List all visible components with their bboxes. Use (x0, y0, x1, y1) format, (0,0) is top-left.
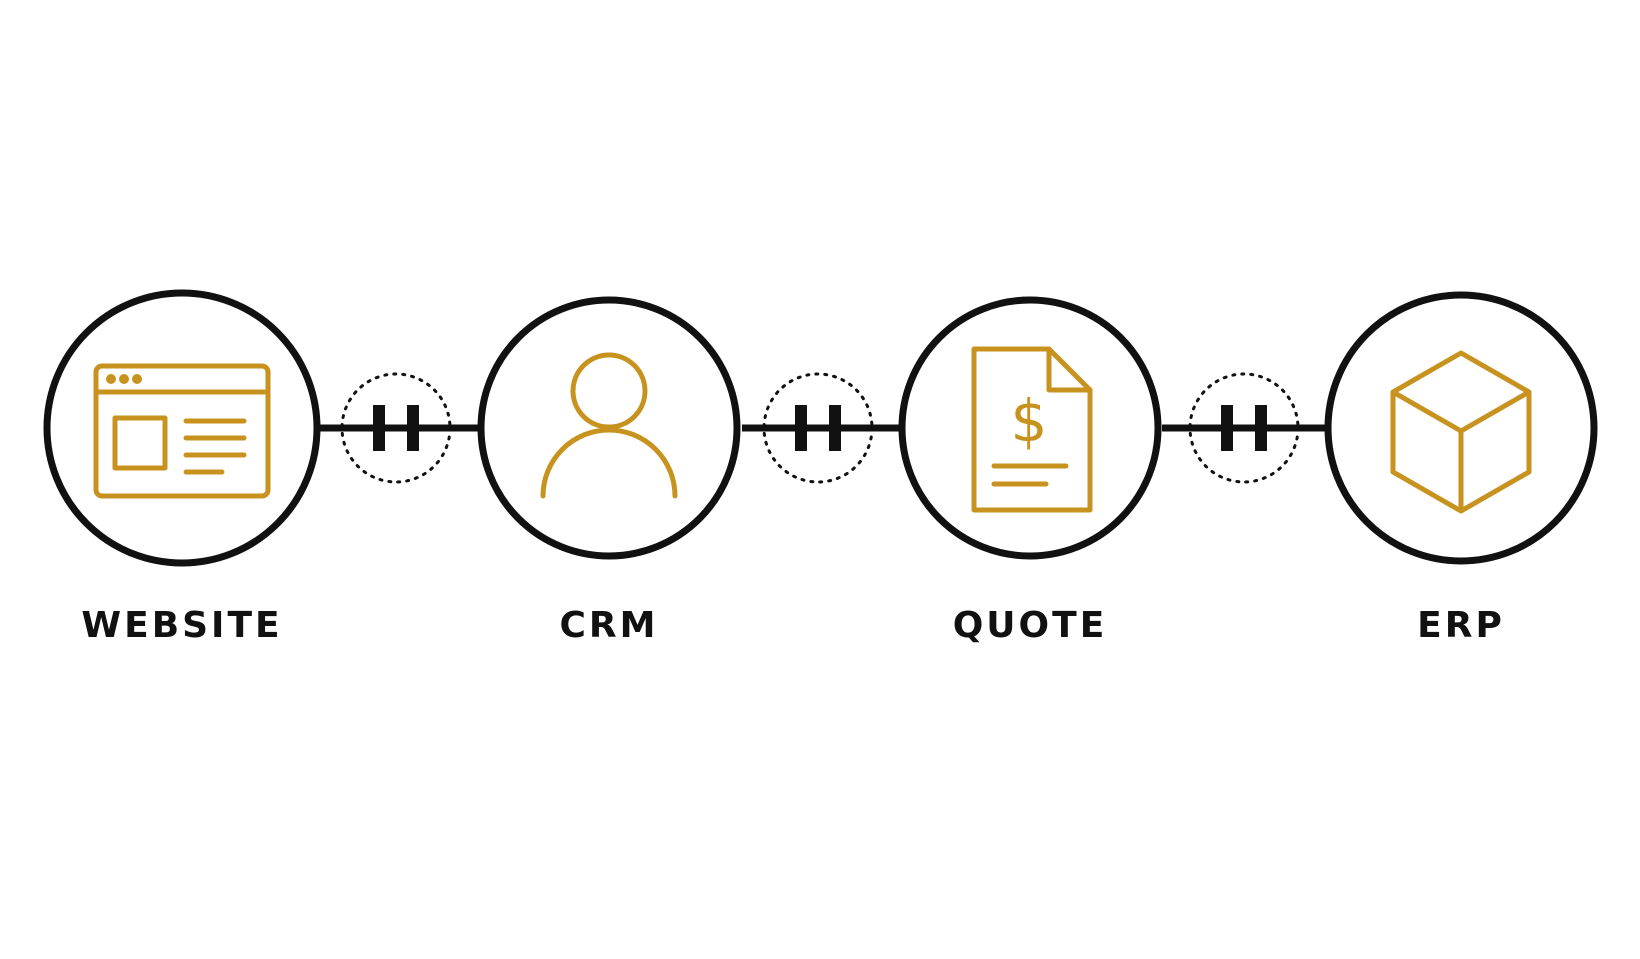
plug-connector-icon (1221, 405, 1267, 451)
user-icon (540, 352, 678, 499)
node-erp: ERP (1324, 291, 1598, 646)
node-label-quote: QUOTE (953, 605, 1108, 646)
node-circle (1324, 291, 1598, 565)
connector-1 (340, 372, 452, 484)
connector-dotted-ring (340, 372, 452, 484)
node-circle (43, 289, 321, 567)
node-label-website: WEBSITE (81, 605, 282, 646)
node-label-erp: ERP (1417, 605, 1505, 646)
node-quote: $ QUOTE (898, 296, 1162, 646)
browser-window-icon (93, 363, 271, 499)
node-label-crm: CRM (560, 605, 659, 646)
cube-icon (1390, 350, 1532, 514)
plug-connector-icon (795, 405, 841, 451)
node-website: WEBSITE (43, 289, 321, 646)
connector-dotted-ring (762, 372, 874, 484)
node-circle (898, 296, 1162, 560)
connector-2 (762, 372, 874, 484)
connector-3 (1188, 372, 1300, 484)
dollar-sign-icon: $ (1011, 387, 1048, 455)
node-crm: CRM (477, 296, 741, 646)
invoice-document-icon: $ (971, 346, 1093, 513)
connector-dotted-ring (1188, 372, 1300, 484)
plug-connector-icon (373, 405, 419, 451)
